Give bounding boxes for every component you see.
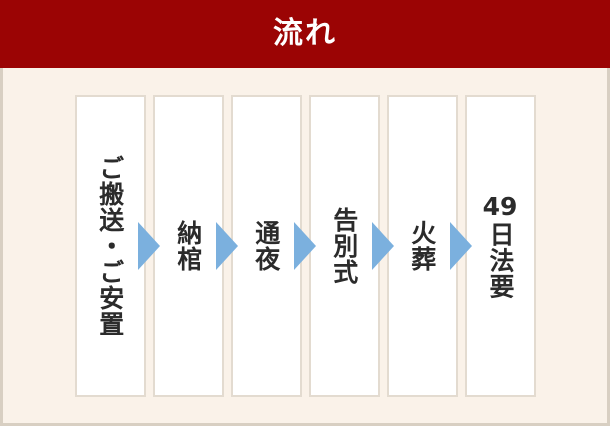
page-title: 流れ — [273, 16, 337, 51]
flow-step-4: 告別式 — [308, 94, 380, 397]
flow-step-2: 納棺 — [152, 94, 224, 397]
arrow-right-icon — [216, 221, 238, 270]
flow-step-6: 49日法要 — [464, 94, 536, 397]
arrow-right-icon — [138, 221, 160, 270]
flow-connector-5 — [450, 95, 472, 397]
flow-step-4-label: 告別式 — [329, 206, 359, 285]
flow-step-5-label: 火葬 — [407, 219, 437, 272]
flow-connector-1 — [138, 95, 160, 397]
flow-connector-3 — [294, 95, 316, 397]
flow-step-6-number: 49 — [482, 191, 518, 221]
flow-step-6-label: 49日法要 — [483, 192, 518, 300]
arrow-right-icon — [294, 221, 316, 270]
flow-step-5: 火葬 — [386, 94, 458, 397]
arrow-right-icon — [372, 221, 394, 270]
flow-step-1-label: ご搬送・ご安置 — [95, 154, 125, 337]
flow-body: ご搬送・ご安置 納棺 通夜 告別式 — [3, 68, 607, 423]
panel-header: 流れ — [0, 0, 610, 68]
flow-step-6-label-rest: 日法要 — [485, 221, 515, 300]
flow-step-1: ご搬送・ご安置 — [74, 94, 146, 397]
flow-step-2-label: 納棺 — [173, 219, 203, 272]
flow-step-3-label: 通夜 — [251, 219, 281, 272]
arrow-right-icon — [450, 221, 472, 270]
flow-connector-2 — [216, 95, 238, 397]
flow-step-3: 通夜 — [230, 94, 302, 397]
flow-track: ご搬送・ご安置 納棺 通夜 告別式 — [74, 94, 536, 397]
flow-connector-4 — [372, 95, 394, 397]
